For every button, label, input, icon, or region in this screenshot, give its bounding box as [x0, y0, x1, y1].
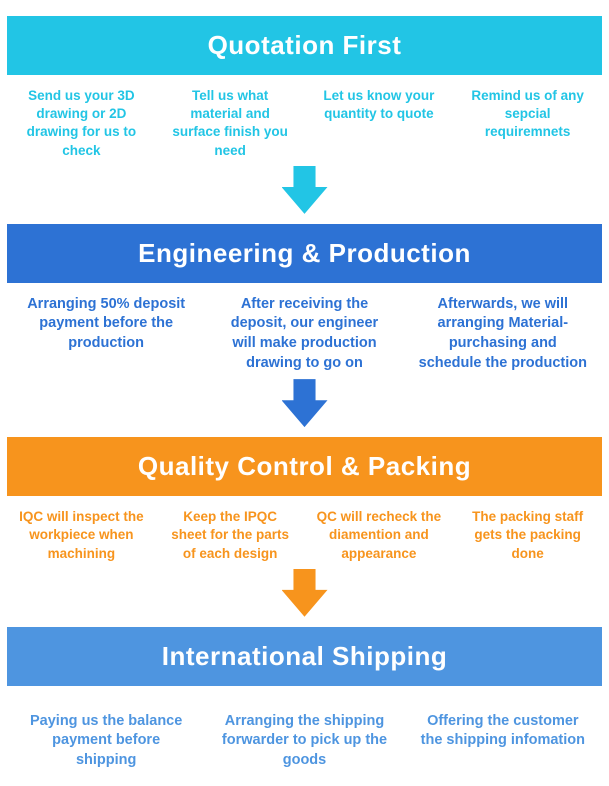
section-quality: Quality Control & Packing IQC will inspe… [7, 437, 602, 617]
down-arrow-icon [281, 568, 328, 617]
quality-steps: IQC will inspect the workpiece when mach… [7, 508, 602, 563]
section-shipping: International Shipping Paying us the bal… [7, 626, 602, 771]
quotation-steps: Send us your 3D drawing or 2D drawing fo… [7, 87, 602, 160]
arrow-container [7, 165, 602, 214]
step-description: Send us your 3D drawing or 2D drawing fo… [26, 88, 137, 158]
step-description: Offering the customer the shipping infom… [420, 712, 585, 749]
step-description: Paying us the balance payment before shi… [30, 712, 183, 768]
arrow-container [7, 568, 602, 617]
step-description: After receiving the deposit, our enginee… [230, 295, 379, 371]
step-description: QC will recheck the diamention and appea… [316, 509, 442, 561]
section-header-quotation: Quotation First [7, 16, 602, 75]
section-header-engineering: Engineering & Production [7, 223, 602, 283]
step-description: IQC will inspect the workpiece when mach… [19, 509, 144, 561]
step-description: Arranging 50% deposit payment before the… [27, 295, 186, 351]
step-description: The packing staff gets the packing done [472, 509, 584, 561]
down-arrow-icon [281, 379, 328, 428]
section-quotation: Quotation First Send us your 3D drawing … [7, 16, 602, 214]
step-description: Afterwards, we will arranging Material-p… [418, 295, 587, 371]
down-arrow-icon [281, 165, 328, 214]
engineering-steps: Arranging 50% deposit payment before the… [7, 295, 602, 373]
section-engineering: Engineering & Production Arranging 50% d… [7, 223, 602, 428]
arrow-container [7, 379, 602, 428]
step-description: Keep the IPQC sheet for the parts of eac… [171, 509, 290, 561]
section-header-quality: Quality Control & Packing [7, 437, 602, 497]
shipping-steps: Paying us the balance payment before shi… [7, 712, 602, 771]
section-header-shipping: International Shipping [7, 626, 602, 686]
step-description: Tell us what material and surface finish… [172, 88, 288, 158]
step-description: Arranging the shipping forwarder to pick… [221, 712, 388, 768]
step-description: Remind us of any sepcial requiremnets [471, 88, 584, 140]
step-description: Let us know your quantity to quote [323, 88, 435, 122]
